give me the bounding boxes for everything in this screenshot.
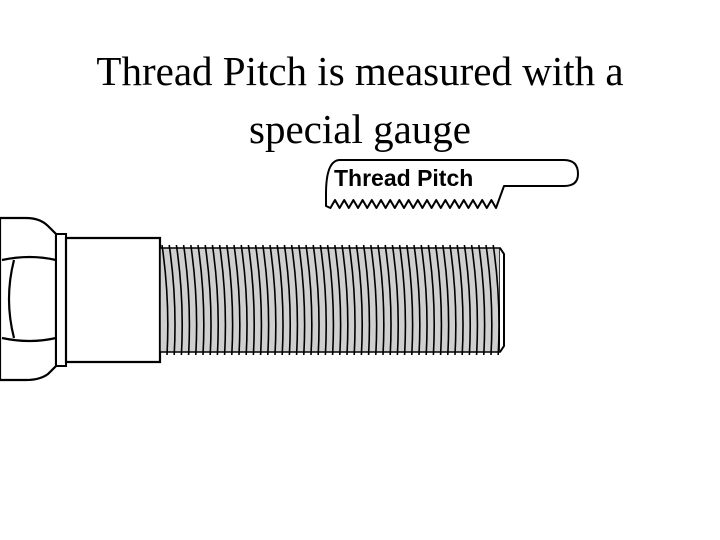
thread-ridge <box>478 244 486 356</box>
thread-ridge <box>391 244 400 356</box>
thread-ridge <box>413 244 421 356</box>
thread-ridge <box>398 244 407 356</box>
thread-pitch-gauge-icon: Thread Pitch <box>325 159 579 209</box>
thread-ridge <box>334 244 342 356</box>
bolt-washer-face <box>55 233 67 367</box>
thread-ridge <box>377 244 385 356</box>
thread-ridge <box>326 244 335 356</box>
thread-ridge <box>226 244 234 356</box>
thread-ridge <box>233 244 241 356</box>
thread-ridge <box>434 244 443 356</box>
thread-ridge <box>211 244 220 356</box>
thread-ridge <box>362 244 371 356</box>
thread-ridge <box>485 244 493 356</box>
thread-ridge <box>168 244 176 356</box>
thread-ridge <box>190 244 198 356</box>
gauge-label: Thread Pitch <box>334 165 473 191</box>
thread-ridge <box>254 244 263 356</box>
thread-ridge <box>305 244 313 356</box>
bolt-diagram: Thread Pitch <box>0 159 579 382</box>
bolt-threads <box>159 244 505 356</box>
thread-ridge <box>355 244 364 356</box>
thread-ridge <box>427 244 436 356</box>
thread-ridge <box>290 244 299 356</box>
hex-bolt-icon <box>0 216 505 382</box>
thread-ridge <box>370 244 378 356</box>
thread-ridge <box>269 244 277 356</box>
thread-ridge <box>247 244 256 356</box>
thread-ridge <box>175 244 184 356</box>
thread-ridge <box>218 244 227 356</box>
thread-ridge <box>240 244 248 356</box>
gauge-outline <box>325 159 579 209</box>
thread-ridge <box>449 244 457 356</box>
thread-ridge <box>341 244 349 356</box>
thread-ridge <box>197 244 205 356</box>
thread-ridge <box>406 244 414 356</box>
thread-ridge <box>204 244 212 356</box>
thread-ridge <box>442 244 450 356</box>
bolt-chamfer-end <box>499 247 505 353</box>
thread-ridge <box>384 244 392 356</box>
thread-ridge <box>262 244 270 356</box>
thread-ridge <box>348 244 356 356</box>
thread-ridge <box>492 244 500 356</box>
thread-ridge <box>161 244 169 356</box>
thread-ridge <box>283 244 292 356</box>
bolt-head <box>0 216 58 382</box>
thread-ridge <box>276 244 284 356</box>
thread-ridge <box>182 244 191 356</box>
bolt-shank <box>64 236 162 364</box>
thread-ridge <box>463 244 472 356</box>
thread-ridge <box>298 244 306 356</box>
title-line-1: Thread Pitch is measured with a <box>96 48 624 94</box>
thread-ridge <box>420 244 428 356</box>
title-line-2: special gauge <box>249 106 471 152</box>
thread-ridge <box>312 244 320 356</box>
thread-ridge <box>470 244 479 356</box>
thread-ridge <box>319 244 328 356</box>
slide-title: Thread Pitch is measured with a special … <box>40 42 680 158</box>
thread-ridge <box>456 244 464 356</box>
